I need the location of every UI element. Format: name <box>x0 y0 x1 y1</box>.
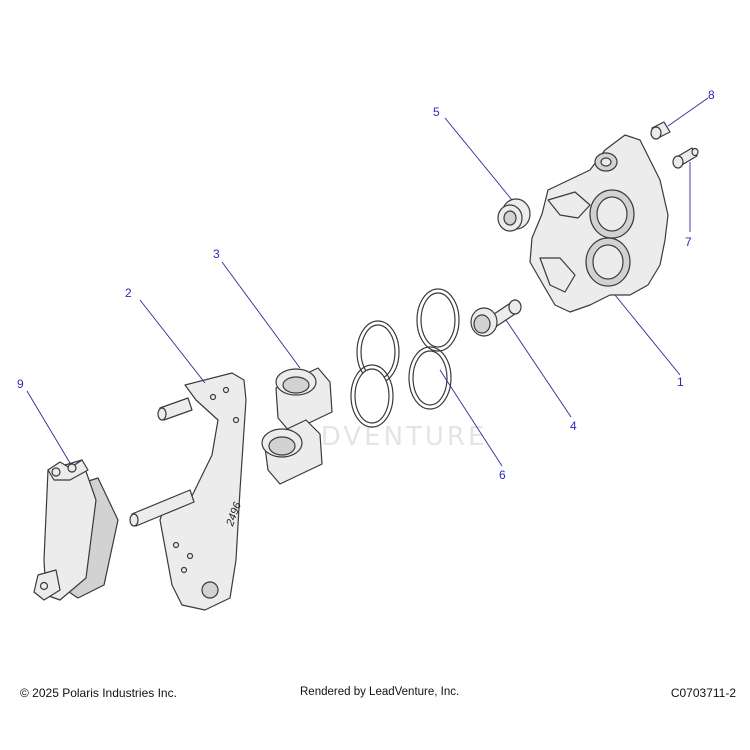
part-caliper-bracket[interactable]: 2496 <box>129 372 247 611</box>
watermark-text: ADVENTURE <box>300 422 487 452</box>
drawing-id-text: C0703711-2 <box>670 686 736 700</box>
rendered-by-text: Rendered by LeadVenture, Inc. <box>300 686 460 698</box>
callout-6: 6 <box>499 468 506 482</box>
part-seals[interactable] <box>350 288 460 428</box>
part-cap[interactable] <box>650 121 671 140</box>
callout-1: 1 <box>677 375 684 389</box>
part-bolt[interactable] <box>470 299 522 337</box>
callout-7: 7 <box>685 235 692 249</box>
callout-4: 4 <box>570 419 577 433</box>
callout-2: 2 <box>125 286 132 300</box>
callout-8: 8 <box>708 88 715 102</box>
copyright-text: © 2025 Polaris Industries Inc. <box>20 686 177 700</box>
part-caliper-housing[interactable] <box>529 134 669 313</box>
callout-labels: 1 2 3 4 5 6 7 8 9 <box>17 88 715 482</box>
callout-5: 5 <box>433 105 440 119</box>
part-pistons[interactable] <box>261 367 333 485</box>
part-bushing[interactable] <box>497 198 531 232</box>
part-bleeder-screw[interactable] <box>672 147 699 169</box>
leader-lines <box>26 97 709 467</box>
callout-3: 3 <box>213 247 220 261</box>
part-brake-pads[interactable] <box>33 459 119 601</box>
callout-9: 9 <box>17 377 24 391</box>
